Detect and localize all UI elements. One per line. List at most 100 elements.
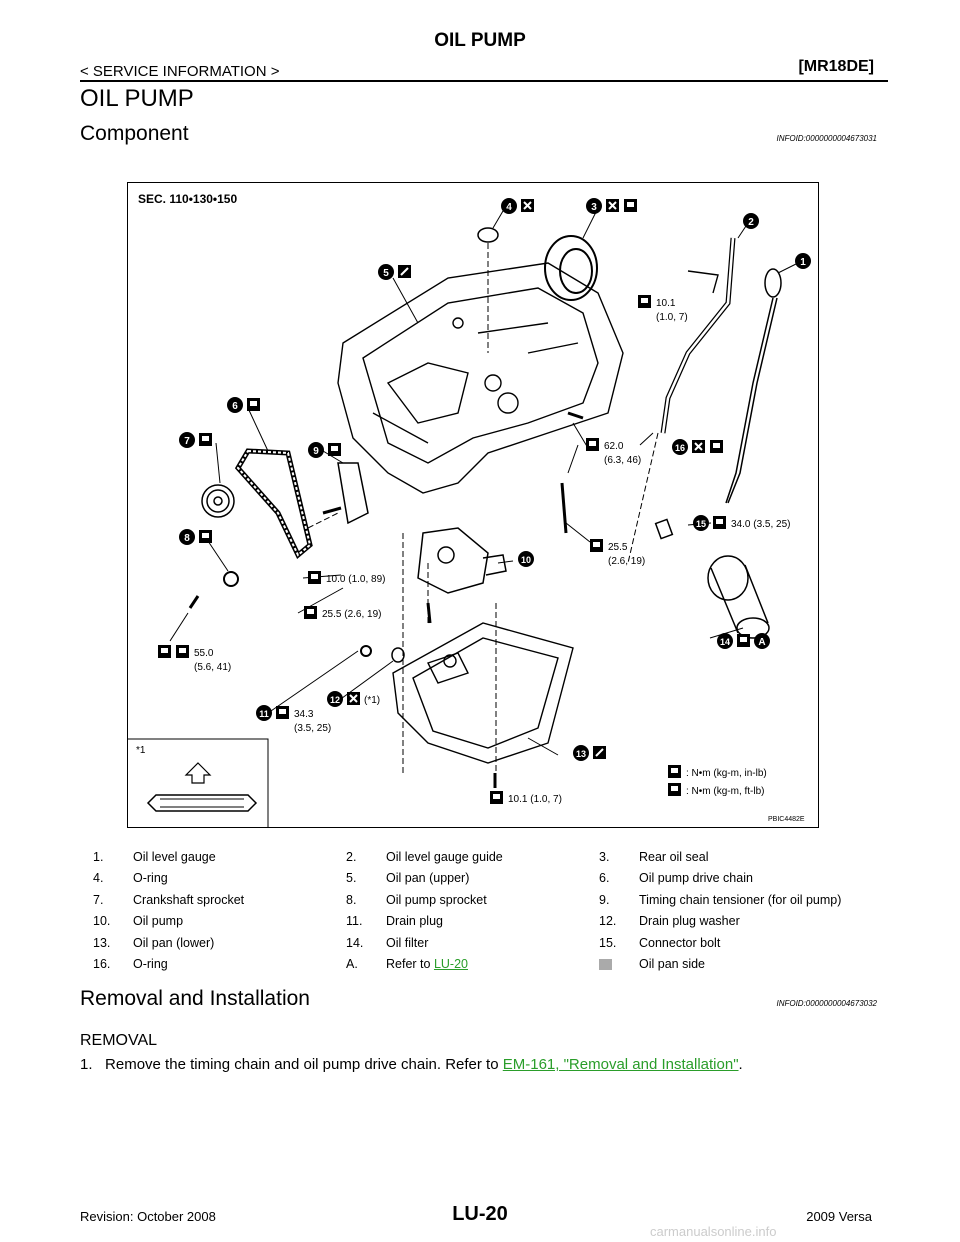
callout-12: 12 [327,691,343,707]
torque-label: (1.0, 7) [656,312,688,323]
lu-20-link[interactable]: LU-20 [433,957,468,972]
legend-text: Oil level gauge [133,849,216,864]
svg-text:10: 10 [521,555,531,565]
callout-16: 16 [672,439,688,455]
svg-text:4: 4 [506,202,512,213]
legend-text: Oil pan side [639,957,706,972]
oil-pan-upper-drawing [337,262,624,494]
legend-num: 14. [346,935,364,950]
legend-num: 4. [93,871,104,886]
legend-text: Oil pump [133,914,184,929]
callout-15: 15 [693,515,709,531]
gauge-guide-drawing [660,237,736,434]
svg-text:14: 14 [720,637,730,647]
figure-code: PBIC4482E [768,816,805,823]
torque-label: (3.5, 25) [294,723,331,734]
note-inset: *1 [128,738,269,827]
legend-num: 3. [599,849,610,864]
legend-num: 12. [599,914,617,929]
torque-label: 10.1 [656,298,676,309]
callout-5: 5 [378,264,394,280]
callout-13: 13 [573,745,589,761]
callout-8: 8 [179,529,195,545]
oil-pump-sprocket-drawing [223,571,239,587]
footer-model: 2009 Versa [806,1209,872,1224]
torque-label: 10.0 (1.0, 89) [326,574,385,585]
header-title: OIL PUMP [434,30,526,51]
legend-num: A. [346,957,358,972]
callout-4: 4 [501,198,517,214]
svg-text:13: 13 [576,749,586,759]
svg-text:12: 12 [330,695,340,705]
callout-11: 11 [256,705,272,721]
callout-10: 10 [518,551,534,567]
legend-text: O-ring [133,957,168,972]
legend-text: Rear oil seal [639,849,709,864]
legend-text: Oil pump sprocket [386,892,487,907]
svg-text:15: 15 [696,519,706,529]
crankshaft-sprocket-drawing [201,484,235,518]
legend-num: 10. [93,914,111,929]
alignment-lines [307,243,659,783]
header-rule [80,80,888,82]
callout-9: 9 [308,442,324,458]
o-ring-drawing [477,227,499,243]
section-number: SEC. 110•130•150 [138,192,237,206]
legend-num: 15. [599,935,617,950]
svg-text:2: 2 [748,217,754,228]
oil-level-gauge-drawing [725,268,782,504]
legend-num: 8. [346,892,357,907]
svg-text:7: 7 [184,436,190,447]
callout-14: 14 [717,633,733,649]
em-161-link[interactable]: EM-161, "Removal and Installation" [502,1056,739,1073]
legend-text: Drain plug washer [639,914,740,929]
torque-label: (5.6, 41) [194,662,231,673]
callout-6: 6 [227,397,243,413]
component-figure: SEC. 110•130•150 [127,182,819,828]
oil-pan-lower-drawing [392,622,574,764]
drain-plug-drawing [360,645,372,657]
legend-num: 7. [93,892,104,907]
legend-text: Crankshaft sprocket [133,892,245,907]
legend-text: Oil filter [386,935,429,950]
leader-lines [169,207,799,756]
legend-text: Refer to LU-20 [386,957,468,972]
removal-step-1: 1. Remove the timing chain and oil pump … [80,1056,743,1073]
legend-num: 16. [93,957,111,972]
callout-7: 7 [179,432,195,448]
svg-text:1: 1 [800,257,806,268]
removal-info-id: INFOID:0000000004673032 [776,999,877,1008]
oil-pump-drawing [417,527,507,594]
exploded-view-diagram: SEC. 110•130•150 [128,192,811,827]
removal-heading: Removal and Installation [80,987,310,1010]
svg-text:8: 8 [184,533,190,544]
key-in-lb: : N•m (kg-m, in-lb) [686,768,767,779]
legend-text: Oil level gauge guide [386,849,503,864]
legend-text: Oil pan (upper) [386,871,470,886]
callout-A: A [754,633,770,649]
drain-washer-drawing [391,647,405,663]
svg-text:9: 9 [313,446,319,457]
legend-num: 5. [346,871,357,886]
svg-text:3: 3 [591,202,597,213]
rear-oil-seal-drawing [544,235,598,301]
svg-text:A: A [758,637,765,648]
legend-text: O-ring [133,871,168,886]
torque-label: 55.0 [194,648,214,659]
legend-text: Oil pump drive chain [639,871,753,886]
oil-filter-drawing [707,555,770,639]
tensioner-drawing [337,462,369,525]
key-ft-lb: : N•m (kg-m, ft-lb) [686,786,765,797]
svg-text:5: 5 [383,268,389,279]
removal-subheading: REMOVAL [80,1032,158,1049]
legend-num: 11. [346,914,363,929]
header-section: < SERVICE INFORMATION > [80,63,280,80]
svg-text:6: 6 [232,401,238,412]
callout-3: 3 [586,198,602,214]
torque-12-note: (*1) [364,695,380,706]
legend-text: Timing chain tensioner (for oil pump) [639,892,842,907]
